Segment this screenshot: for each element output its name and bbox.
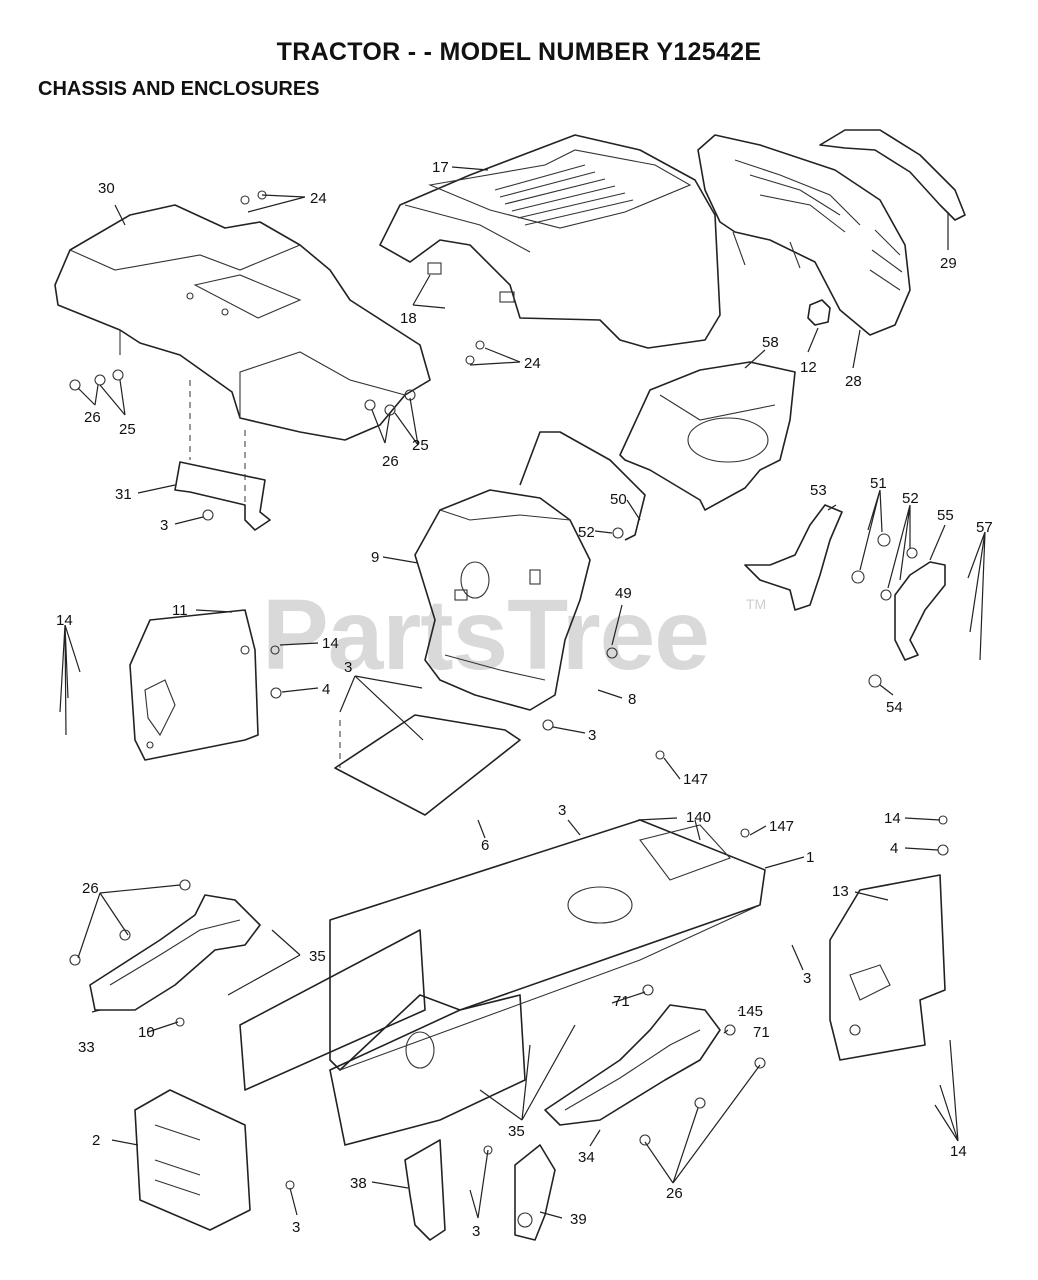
callout-25-left: 25 xyxy=(119,421,136,438)
callout-1: 1 xyxy=(806,849,814,866)
diagram-title: TRACTOR - - MODEL NUMBER Y12542E xyxy=(276,38,762,66)
callout-38: 38 xyxy=(350,1175,367,1192)
part-2-front-plate xyxy=(134,1089,251,1231)
callout-13: 13 xyxy=(832,883,849,900)
callout-52-wire: 52 xyxy=(578,524,595,541)
callout-50: 50 xyxy=(610,491,627,508)
callout-53: 53 xyxy=(810,482,827,499)
part-34-footrest xyxy=(544,1004,721,1126)
callout-3-dash: 3 xyxy=(588,727,596,744)
callout-3-front: 3 xyxy=(292,1219,300,1236)
callout-30: 30 xyxy=(98,180,115,197)
part-55-bracket xyxy=(894,561,946,661)
part-1-frame xyxy=(239,819,766,1146)
callout-28: 28 xyxy=(845,373,862,390)
callout-71-lower: 71 xyxy=(753,1024,770,1041)
callout-3-bracket: 3 xyxy=(160,517,168,534)
callout-14-right-panel: 14 xyxy=(950,1143,967,1160)
callout-58: 58 xyxy=(762,334,779,351)
callout-49: 49 xyxy=(615,585,632,602)
callout-71-upper: 71 xyxy=(613,993,630,1010)
callout-3-lower: 3 xyxy=(472,1223,480,1240)
part-11-side-panel-left xyxy=(129,609,259,761)
callout-26-right: 26 xyxy=(382,453,399,470)
callout-51: 51 xyxy=(870,475,887,492)
callout-35-footrest: 35 xyxy=(309,948,326,965)
callout-25-right: 25 xyxy=(412,437,429,454)
part-31-bracket xyxy=(174,380,271,531)
part-17-hood xyxy=(379,134,721,349)
part-50-wire xyxy=(519,431,646,541)
leader-lines xyxy=(59,166,986,1219)
callout-26-left: 26 xyxy=(84,409,101,426)
callout-39: 39 xyxy=(570,1211,587,1228)
callout-4-right-washer: 4 xyxy=(890,840,898,857)
callout-34: 34 xyxy=(578,1149,595,1166)
callout-4-panel-washer: 4 xyxy=(322,681,330,698)
part-38-bracket xyxy=(404,1139,446,1241)
watermark-trademark: TM xyxy=(746,596,767,612)
callout-8: 8 xyxy=(628,691,636,708)
part-39-bracket xyxy=(514,1144,556,1241)
part-12-clip xyxy=(807,299,831,326)
part-9-dash xyxy=(414,489,591,711)
callout-14-left-panel: 14 xyxy=(56,612,73,629)
callout-10: 10 xyxy=(138,1024,155,1041)
callout-3-plate: 3 xyxy=(344,659,352,676)
callout-147-upper: 147 xyxy=(683,771,708,788)
callout-6: 6 xyxy=(481,837,489,854)
part-6-plate xyxy=(334,714,521,816)
callout-35-frame: 35 xyxy=(508,1123,525,1140)
callout-17: 17 xyxy=(432,159,449,176)
part-29-trim xyxy=(819,129,966,221)
callout-31: 31 xyxy=(115,486,132,503)
callout-labels: 30 24 17 29 18 24 58 12 28 26 25 26 25 3… xyxy=(56,159,993,1240)
callout-145: 145 xyxy=(738,1003,763,1020)
callout-26-lower: 26 xyxy=(666,1185,683,1202)
callout-24: 24 xyxy=(310,190,327,207)
callout-140: 140 xyxy=(686,809,711,826)
callout-147-lower: 147 xyxy=(769,818,794,835)
callout-3-frame-right: 3 xyxy=(803,970,811,987)
callout-29: 29 xyxy=(940,255,957,272)
part-33-footrest xyxy=(89,894,261,1011)
callout-18: 18 xyxy=(400,310,417,327)
callout-9: 9 xyxy=(371,549,379,566)
callout-3-frame-top: 3 xyxy=(558,802,566,819)
callout-57: 57 xyxy=(976,519,993,536)
watermark: PartsTree xyxy=(262,579,710,691)
callout-12: 12 xyxy=(800,359,817,376)
callout-52-bracket: 52 xyxy=(902,490,919,507)
callout-14-right-bolt: 14 xyxy=(884,810,901,827)
part-58-liner xyxy=(619,361,796,511)
callout-33: 33 xyxy=(78,1039,95,1056)
part-30-fender xyxy=(54,204,431,441)
callout-11: 11 xyxy=(172,602,188,619)
callout-26-footrest: 26 xyxy=(82,880,99,897)
part-13-side-panel-right xyxy=(829,874,946,1061)
callout-24-hood: 24 xyxy=(524,355,541,372)
callout-2: 2 xyxy=(92,1132,100,1149)
callout-54: 54 xyxy=(886,699,903,716)
callout-14-panel-bolt: 14 xyxy=(322,635,339,652)
part-53-bracket xyxy=(744,504,843,611)
part-28-grille xyxy=(697,134,911,336)
callout-55: 55 xyxy=(937,507,954,524)
hood-vent-slats xyxy=(494,164,634,226)
diagram-subtitle: CHASSIS AND ENCLOSURES xyxy=(38,78,320,100)
hardware xyxy=(69,190,949,1190)
